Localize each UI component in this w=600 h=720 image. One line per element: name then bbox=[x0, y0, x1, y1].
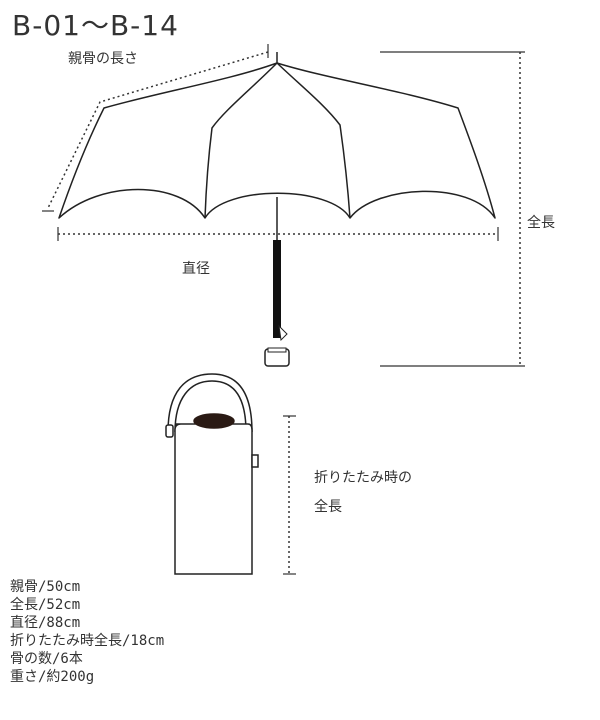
total-length-dimension bbox=[380, 51, 525, 367]
spec-rib-count: 骨の数/6本 bbox=[10, 651, 83, 667]
case-handle-top bbox=[193, 413, 235, 429]
rib-length-dimension bbox=[42, 44, 269, 212]
diameter-dimension bbox=[57, 227, 499, 241]
umbrella-shaft bbox=[264, 197, 290, 367]
case-clip bbox=[165, 424, 174, 438]
spec-list: 親骨/50cm 全長/52cm 直径/88cm 折りたたみ時全長/18cm 骨の… bbox=[10, 578, 164, 686]
case-tab bbox=[251, 454, 259, 468]
folded-length-label-line1: 折りたたみ時の bbox=[314, 470, 412, 486]
open-umbrella bbox=[58, 52, 496, 219]
canopy-rib-left bbox=[204, 62, 278, 219]
folded-length-dimension bbox=[283, 415, 296, 575]
spec-folded-length: 折りたたみ時全長/18cm bbox=[10, 633, 165, 649]
case-strap bbox=[167, 373, 253, 433]
spec-total-length: 全長/52cm bbox=[10, 597, 81, 613]
folded-length-label-line2: 全長 bbox=[314, 499, 342, 515]
spec-diameter: 直径/88cm bbox=[10, 615, 81, 631]
total-length-label: 全長 bbox=[527, 215, 555, 231]
canopy-rib-right bbox=[276, 62, 351, 219]
spec-rib: 親骨/50cm bbox=[10, 579, 81, 595]
case-body bbox=[174, 423, 253, 575]
spec-weight: 重さ/約200g bbox=[10, 669, 95, 685]
product-code-title: B-01～B-14 bbox=[12, 9, 179, 42]
rib-length-label: 親骨の長さ bbox=[68, 51, 138, 67]
folded-umbrella bbox=[165, 373, 259, 575]
canopy-outline bbox=[58, 62, 496, 219]
diameter-label: 直径 bbox=[182, 261, 210, 277]
